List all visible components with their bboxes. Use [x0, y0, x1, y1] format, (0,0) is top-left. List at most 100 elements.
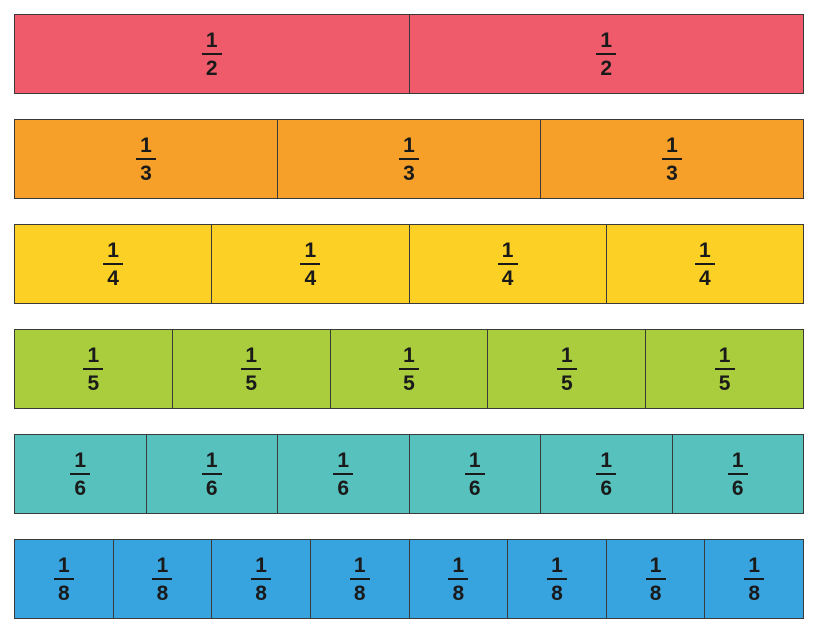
fraction-denominator: 4 — [304, 266, 317, 290]
fraction-denominator: 3 — [140, 161, 152, 185]
fraction-denominator: 4 — [107, 266, 119, 290]
fraction-denominator: 8 — [57, 581, 70, 605]
fraction-numerator: 1 — [714, 345, 735, 370]
fraction-numerator: 1 — [152, 555, 173, 580]
fraction-numerator: 1 — [251, 555, 272, 580]
fraction-denominator: 8 — [255, 581, 267, 605]
fraction-denominator: 6 — [205, 476, 218, 500]
fraction-denominator: 8 — [551, 581, 563, 605]
fraction-denominator: 4 — [699, 266, 711, 290]
fraction-numerator: 1 — [349, 555, 370, 580]
fraction-denominator: 5 — [245, 371, 258, 395]
fraction-numerator: 1 — [201, 30, 222, 55]
fraction-numerator: 1 — [645, 555, 666, 580]
fraction-numerator: 1 — [70, 450, 91, 475]
fraction-numerator: 1 — [596, 30, 617, 55]
fraction-numerator: 1 — [694, 240, 715, 265]
fraction-numerator: 1 — [201, 450, 222, 475]
fraction-numerator: 1 — [744, 555, 765, 580]
fraction-denominator: 8 — [649, 581, 662, 605]
fraction-denominator: 6 — [337, 476, 350, 500]
fraction-numerator: 1 — [497, 240, 518, 265]
fraction-denominator: 5 — [718, 371, 731, 395]
fraction-denominator: 8 — [452, 581, 465, 605]
fraction-denominator: 8 — [353, 581, 366, 605]
fraction-denominator: 5 — [87, 371, 100, 395]
fraction-numerator: 1 — [333, 450, 354, 475]
fraction-numerator: 1 — [448, 555, 469, 580]
fraction-numerator: 1 — [300, 240, 321, 265]
fraction-denominator: 3 — [403, 161, 415, 185]
fraction-numerator: 1 — [596, 450, 617, 475]
fraction-denominator: 6 — [731, 476, 744, 500]
fraction-numerator: 1 — [727, 450, 748, 475]
fraction-numerator: 1 — [241, 345, 262, 370]
fraction-numerator: 1 — [399, 135, 419, 160]
fraction-numerator: 1 — [464, 450, 485, 475]
fraction-denominator: 3 — [666, 161, 678, 185]
fraction-denominator: 6 — [600, 476, 613, 500]
fraction-numerator: 1 — [103, 240, 124, 265]
fraction-denominator: 6 — [468, 476, 481, 500]
fraction-numerator: 1 — [53, 555, 74, 580]
fraction-denominator: 2 — [205, 56, 218, 80]
fraction-denominator: 6 — [74, 476, 87, 500]
fraction-numerator: 1 — [662, 135, 682, 160]
fraction-numerator: 1 — [546, 555, 567, 580]
fraction-denominator: 8 — [748, 581, 761, 605]
fraction-numerator: 1 — [83, 345, 104, 370]
fraction-denominator: 5 — [560, 371, 573, 395]
fraction-denominator: 4 — [501, 266, 514, 290]
fraction-numerator: 1 — [556, 345, 577, 370]
